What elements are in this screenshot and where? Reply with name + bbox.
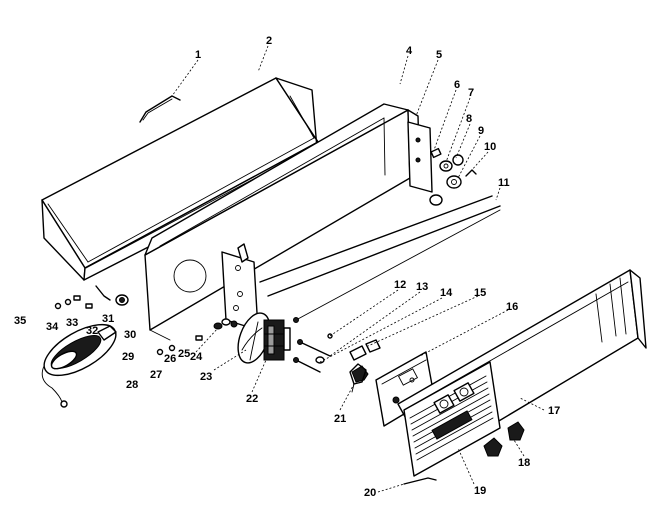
motor	[263, 319, 291, 361]
handle	[139, 95, 181, 123]
part-label-26: 26	[164, 353, 176, 365]
part-label-19: 19	[474, 485, 486, 497]
part-label-24: 24	[190, 351, 203, 363]
grille-slots	[409, 375, 494, 461]
part-label-25: 25	[178, 348, 190, 360]
long-rods	[259, 195, 501, 323]
part-label-33: 33	[66, 317, 78, 329]
switch-assembly	[349, 339, 381, 383]
grille-lower	[403, 361, 501, 477]
knobs	[483, 421, 525, 457]
heater-element	[41, 323, 117, 408]
leader-lines	[171, 45, 545, 493]
side-bracket	[407, 121, 433, 193]
part-label-35: 35	[14, 315, 26, 327]
part-label-23: 23	[200, 371, 212, 383]
part-label-32: 32	[86, 325, 98, 337]
part-label-11: 11	[498, 177, 510, 189]
part-label-17: 17	[548, 405, 560, 417]
part-label-10: 10	[484, 141, 496, 153]
part-label-22: 22	[246, 393, 258, 405]
part-label-34: 34	[46, 321, 59, 333]
part-label-2: 2	[266, 35, 272, 47]
part-label-14: 14	[440, 287, 453, 299]
part-label-21: 21	[334, 413, 346, 425]
part-label-5: 5	[436, 49, 442, 61]
part-label-29: 29	[122, 351, 134, 363]
part-labels: 1 2 4 5 6 7 8 9 10 11 12 13 14 15 16 17 …	[14, 35, 560, 499]
part-label-7: 7	[468, 87, 474, 99]
part-label-6: 6	[454, 79, 460, 91]
part-label-20: 20	[364, 487, 376, 499]
part-label-16: 16	[506, 301, 518, 313]
part-label-18: 18	[518, 457, 530, 469]
terminal-pins	[293, 333, 333, 373]
small-wire	[403, 477, 437, 485]
part-label-4: 4	[406, 45, 413, 57]
part-label-9: 9	[478, 125, 484, 137]
right-hardware	[429, 147, 477, 206]
part-label-28: 28	[126, 379, 138, 391]
part-label-30: 30	[124, 329, 136, 341]
part-label-12: 12	[394, 279, 406, 291]
part-label-31: 31	[102, 313, 114, 325]
shaft-hardware	[156, 318, 238, 356]
part-label-8: 8	[466, 113, 472, 125]
part-label-27: 27	[150, 369, 162, 381]
small-fasteners	[54, 285, 129, 310]
part-label-1: 1	[195, 49, 201, 61]
part-label-15: 15	[474, 287, 486, 299]
part-label-13: 13	[416, 281, 428, 293]
